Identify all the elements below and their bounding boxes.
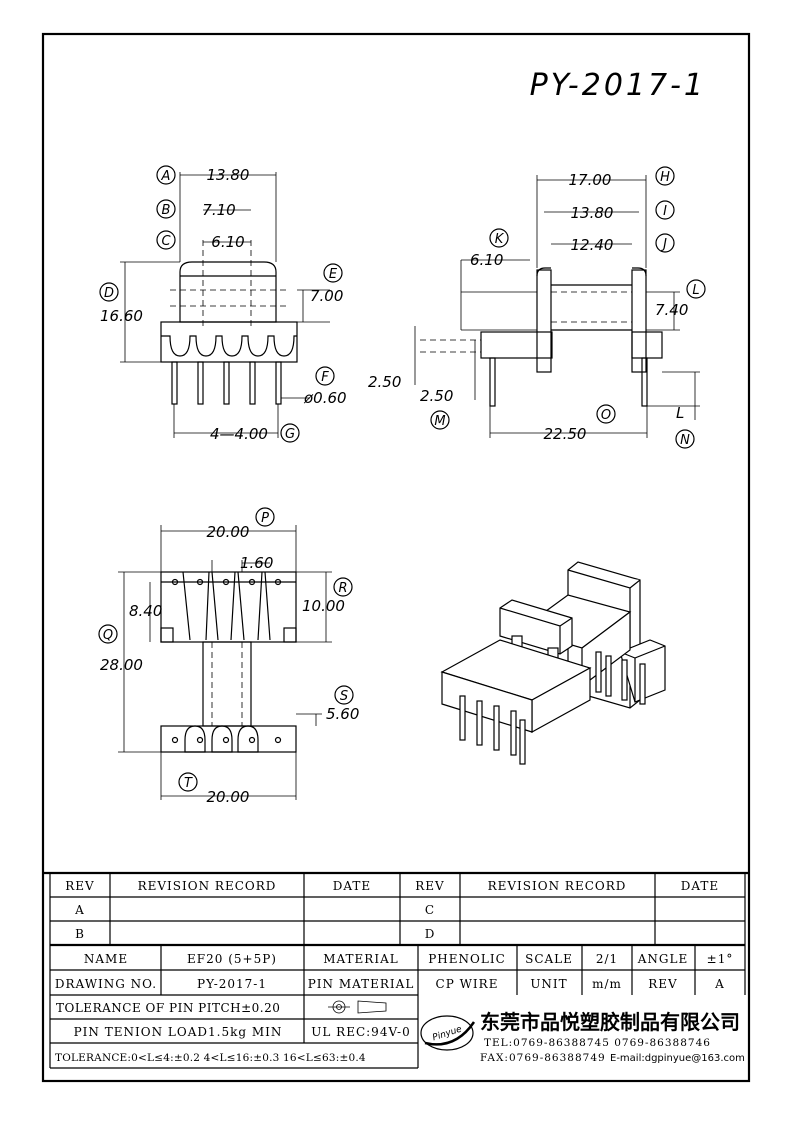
front-dim-flange: 7.00 bbox=[310, 287, 343, 305]
label-e: E bbox=[329, 267, 338, 282]
side-dim-base-b: 2.50 bbox=[420, 387, 453, 405]
tolerance-ranges: TOLERANCE:0<L≤4:±0.2 4<L≤16:±0.3 16<L≤63… bbox=[55, 1052, 366, 1064]
unit-value: m/m bbox=[592, 977, 622, 991]
label-r: R bbox=[338, 581, 347, 596]
date-header-2: DATE bbox=[681, 879, 719, 893]
pin-material-value: CP WIRE bbox=[436, 977, 499, 991]
svg-text:Pinyue: Pinyue bbox=[431, 1024, 463, 1043]
label-g: G bbox=[285, 427, 295, 442]
label-s: S bbox=[340, 689, 348, 704]
label-q: Q bbox=[103, 628, 113, 643]
unit-label: UNIT bbox=[530, 977, 567, 991]
front-dim-pin-pitch: 4—4.00 bbox=[210, 425, 268, 443]
top-dim-pitch: 1.60 bbox=[240, 554, 273, 572]
label-c: C bbox=[161, 234, 171, 249]
projection-symbol bbox=[328, 1000, 387, 1014]
top-dim-length: 28.00 bbox=[100, 656, 143, 674]
rev-cell-b: B bbox=[75, 927, 85, 941]
angle-label: ANGLE bbox=[637, 952, 688, 966]
name-value: EF20 (5+5P) bbox=[187, 952, 277, 966]
ul-rec: UL REC:94V-0 bbox=[311, 1025, 410, 1039]
rev-cell-c: C bbox=[425, 903, 435, 917]
label-n: N bbox=[680, 433, 690, 448]
revision-record-header-2: REVISION RECORD bbox=[488, 879, 627, 893]
angle-value: ±1° bbox=[707, 952, 734, 966]
rev-value: A bbox=[714, 977, 725, 991]
top-dim-width: 20.00 bbox=[207, 523, 250, 541]
label-l: L bbox=[692, 283, 699, 298]
front-dim-height: 16.60 bbox=[100, 307, 143, 325]
label-k: K bbox=[495, 232, 505, 247]
company-fax: FAX:0769-86388749 bbox=[480, 1052, 606, 1064]
top-dim-bottom-width: 20.00 bbox=[207, 788, 250, 806]
scale-value: 2/1 bbox=[596, 952, 618, 966]
side-dim-slot: 6.10 bbox=[470, 251, 503, 269]
label-i: I bbox=[663, 204, 667, 219]
label-m: M bbox=[434, 414, 445, 429]
drawing-no-label: DRAWING NO. bbox=[55, 977, 157, 991]
company-logo: Pinyue bbox=[420, 1015, 476, 1051]
label-b: B bbox=[162, 203, 171, 218]
label-f: F bbox=[321, 370, 329, 385]
front-dim-pin-dia: ø0.60 bbox=[303, 389, 347, 407]
date-header-1: DATE bbox=[333, 879, 371, 893]
tolerance-pitch: TOLERANCE OF PIN PITCH±0.20 bbox=[56, 1001, 280, 1015]
top-dim-flange: 10.00 bbox=[302, 597, 345, 615]
top-view: 20.00 1.60 8.40 10.00 28.00 5.60 20.00 P… bbox=[98, 507, 359, 806]
revision-record-header-1: REVISION RECORD bbox=[138, 879, 277, 893]
label-o: O bbox=[601, 408, 611, 423]
rev-cell-a: A bbox=[74, 903, 85, 917]
isometric-view bbox=[440, 561, 666, 765]
front-dim-core: 6.10 bbox=[211, 233, 244, 251]
top-dim-inner: 8.40 bbox=[129, 602, 162, 620]
front-dim-window: 7.10 bbox=[202, 201, 235, 219]
pin-material-label: PIN MATERIAL bbox=[308, 977, 415, 991]
company-tel: TEL:0769-86388745 0769-86388746 bbox=[484, 1037, 711, 1049]
side-dim-pins: 22.50 bbox=[544, 425, 587, 443]
label-h: H bbox=[660, 170, 670, 185]
rev-label: REV bbox=[648, 977, 677, 991]
side-dim-flange: 7.40 bbox=[655, 301, 688, 319]
side-view: 17.00 13.80 12.40 6.10 7.40 2.50 2.50 22… bbox=[368, 166, 706, 449]
label-p: P bbox=[261, 511, 269, 526]
rev-header-1: REV bbox=[65, 879, 94, 893]
material-value: PHENOLIC bbox=[428, 952, 506, 966]
material-label: MATERIAL bbox=[323, 952, 398, 966]
drawing-no-value: PY-2017-1 bbox=[197, 977, 267, 991]
rev-header-2: REV bbox=[415, 879, 444, 893]
company-email: E-mail:dgpinyue@163.com bbox=[610, 1053, 745, 1064]
title-block: REV REVISION RECORD DATE REV REVISION RE… bbox=[43, 871, 749, 1069]
side-dim-overall: 17.00 bbox=[569, 171, 612, 189]
scale-label: SCALE bbox=[525, 952, 573, 966]
sheet-border bbox=[41, 32, 751, 1083]
front-dim-width: 13.80 bbox=[207, 166, 250, 184]
side-dim-inner: 12.40 bbox=[571, 236, 614, 254]
side-dim-outer: 13.80 bbox=[571, 204, 614, 222]
front-view: 13.80 7.10 6.10 16.60 7.00 ø0.60 4—4.00 … bbox=[99, 165, 347, 443]
rev-cell-d: D bbox=[425, 927, 436, 941]
label-d: D bbox=[104, 286, 114, 301]
pin-tension: PIN TENION LOAD1.5kg MIN bbox=[74, 1025, 283, 1039]
part-number: PY-2017-1 bbox=[530, 68, 706, 103]
side-dim-pin-length: L bbox=[676, 404, 684, 422]
company-name: 东莞市品悦塑胶制品有限公司 bbox=[480, 1010, 740, 1034]
label-a: A bbox=[161, 169, 171, 184]
side-dim-base-a: 2.50 bbox=[368, 373, 401, 391]
name-label: NAME bbox=[84, 952, 128, 966]
label-t: T bbox=[184, 776, 193, 791]
label-j: J bbox=[660, 237, 667, 252]
top-dim-base: 5.60 bbox=[326, 705, 359, 723]
